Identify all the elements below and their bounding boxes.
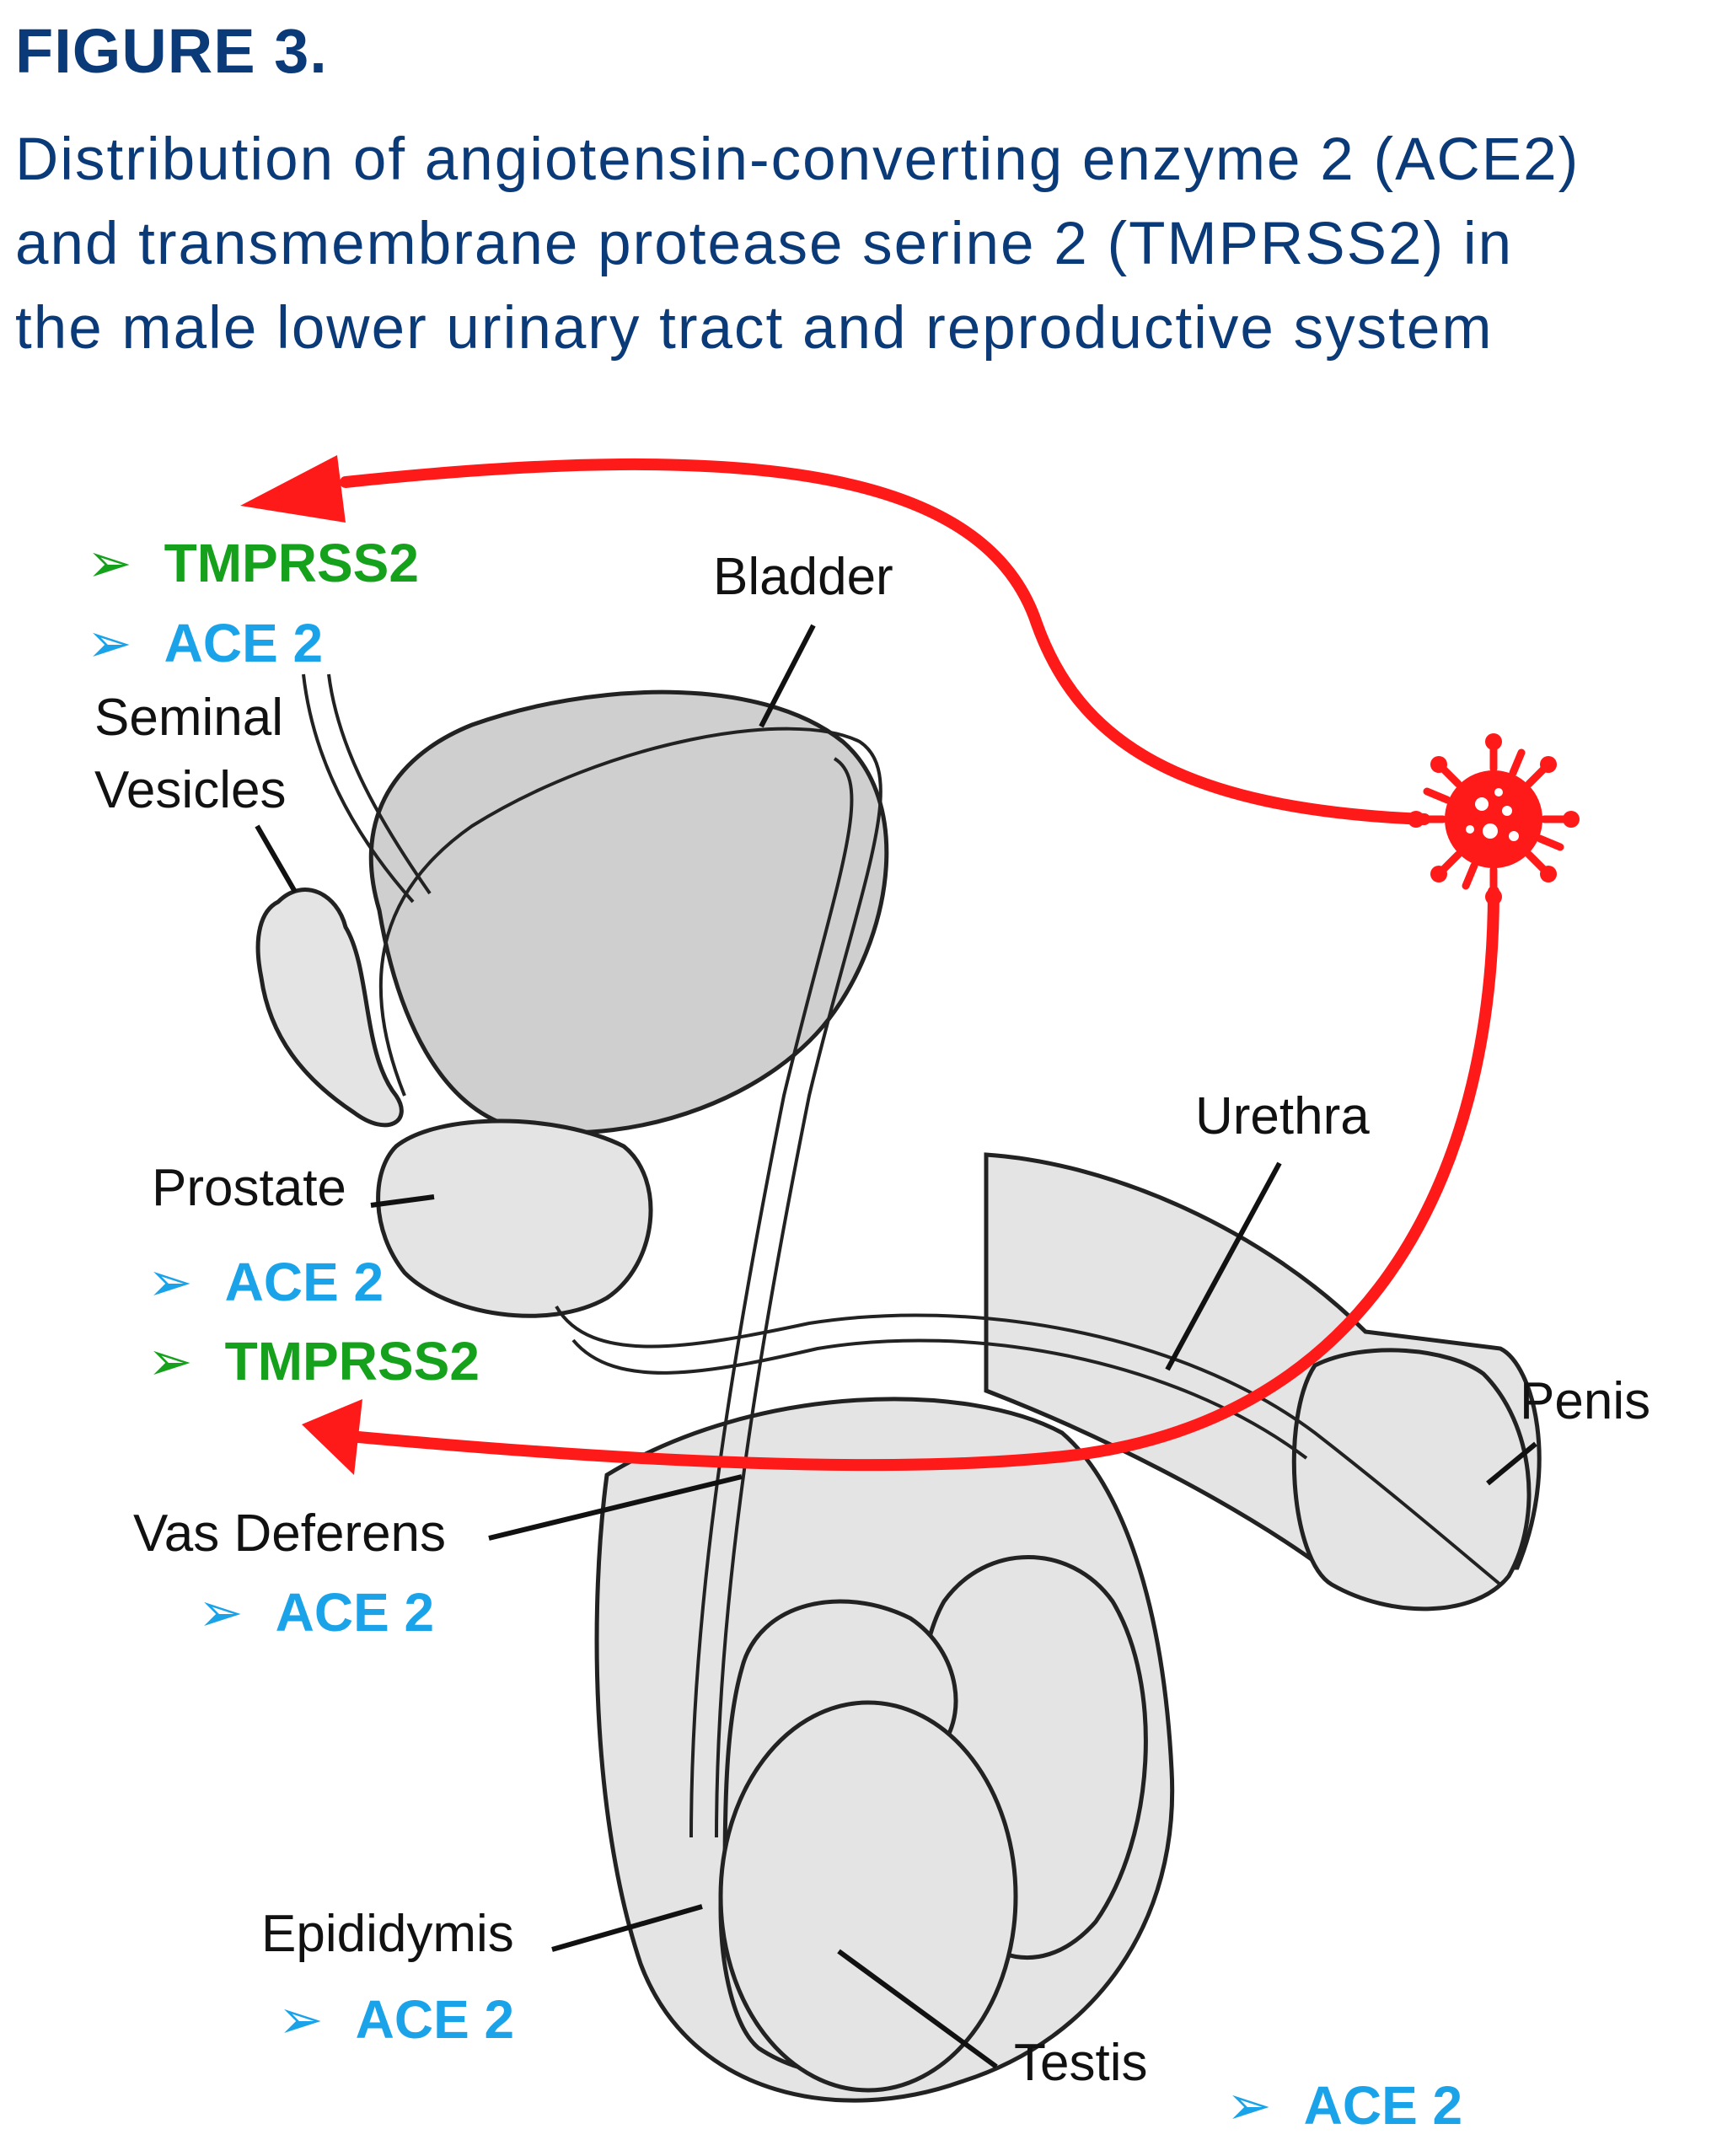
label-penis: Penis [1520, 1372, 1650, 1430]
marker-epididymis-ace2: ➢ACE 2 [278, 1989, 514, 2050]
arrowhead-seminal-vesicles [240, 455, 346, 523]
label-bladder: Bladder [713, 548, 893, 606]
bladder-shape [368, 689, 889, 1135]
caption-line-2: and transmembrane protease serine 2 (TMP… [15, 211, 1514, 277]
arrow-right-bullet-icon: ➢ [148, 1331, 193, 1392]
virus-arrows [240, 455, 1580, 1475]
arrow-right-bullet-icon: ➢ [87, 613, 132, 673]
arrow-right-bullet-icon: ➢ [198, 1582, 244, 1643]
expression-markers: ➢TMPRSS2 ➢ACE 2 ➢ACE 2 ➢TMPRSS2 ➢ACE 2 ➢… [87, 533, 1462, 2136]
marker-seminal-vesicles-ace2: ➢ACE 2 [87, 613, 323, 673]
figure-label: FIGURE 3. [15, 16, 328, 86]
anatomy-illustration [255, 673, 1542, 2103]
label-urethra: Urethra [1195, 1087, 1370, 1145]
leader-penis [1486, 1441, 1537, 1486]
leader-epididymis [551, 1904, 703, 1952]
vas-deferens-tube [378, 727, 882, 1838]
ureter-inner-shape [302, 673, 415, 904]
marker-testis-ace2: ➢ACE 2 [1226, 2075, 1462, 2136]
marker-prostate-tmprss2: ➢TMPRSS2 [148, 1331, 480, 1392]
arrow-right-bullet-icon: ➢ [148, 1252, 193, 1312]
label-prostate: Prostate [152, 1159, 346, 1217]
leader-testis [837, 1949, 998, 2069]
marker-seminal-vesicles-tmprss2: ➢TMPRSS2 [87, 533, 419, 593]
ureter-shape [327, 673, 432, 895]
leader-bladder [759, 624, 816, 728]
arrow-right-bullet-icon: ➢ [1226, 2075, 1272, 2136]
arrow-right-bullet-icon: ➢ [278, 1989, 324, 2050]
vas-deferens-tube-right [689, 757, 854, 1838]
testis-shape [718, 1700, 1018, 2093]
label-seminal-vesicles-line2: Vesicles [94, 761, 286, 819]
arrowhead-prostate [302, 1399, 362, 1475]
label-testis: Testis [1014, 2034, 1147, 2092]
urethra-tube [555, 1306, 1502, 1586]
virus-icon [1408, 733, 1580, 905]
arrow-right-bullet-icon: ➢ [87, 533, 132, 593]
leader-vas-deferens [488, 1474, 743, 1541]
caption-line-3: the male lower urinary tract and reprodu… [15, 295, 1494, 362]
marker-prostate-ace2: ➢ACE 2 [148, 1252, 384, 1312]
glans-shape [1291, 1348, 1532, 1612]
marker-vas-deferens-ace2: ➢ACE 2 [198, 1582, 434, 1643]
leader-lines [255, 624, 1537, 2069]
leader-seminal-vesicles [255, 824, 298, 893]
organ-labels: Bladder Seminal Vesicles Prostate Urethr… [94, 548, 1650, 2092]
urethra-tube-inner [571, 1338, 1308, 1460]
label-seminal-vesicles-line1: Seminal [94, 689, 283, 747]
prostate-shape [376, 1118, 653, 1318]
caption-line-1: Distribution of angiotensin-converting e… [15, 126, 1580, 193]
leader-prostate [370, 1194, 435, 1208]
virus-arrow-to-seminal-vesicles [340, 458, 1430, 825]
virus-arrow-to-prostate [352, 886, 1499, 1472]
seminal-vesicle-shape [255, 888, 404, 1128]
label-vas-deferens: Vas Deferens [133, 1504, 446, 1563]
figure-caption: Distribution of angiotensin-converting e… [15, 118, 1709, 371]
leader-urethra [1165, 1161, 1282, 1371]
label-epididymis: Epididymis [261, 1905, 514, 1963]
